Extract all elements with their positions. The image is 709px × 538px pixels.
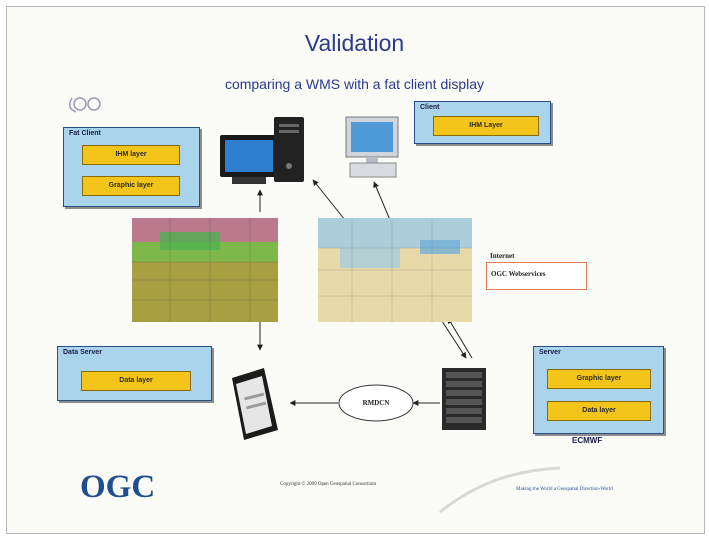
ecmwf-label: ECMWF bbox=[572, 436, 603, 445]
ogc-logo: OGC bbox=[80, 469, 156, 505]
server-rack-icon bbox=[442, 368, 486, 430]
server-graphic-layer: Graphic layer bbox=[547, 369, 651, 389]
data-server-title: Data Server bbox=[63, 349, 102, 356]
ogc-webservices-label: OGC Webservices bbox=[491, 270, 546, 278]
fat-client-title: Fat Client bbox=[69, 130, 101, 137]
server-data-layer: Data layer bbox=[547, 401, 651, 421]
internet-label: Internet bbox=[490, 252, 515, 260]
rmdcn-label: RMDCN bbox=[362, 399, 390, 407]
rmdcn-node bbox=[338, 384, 414, 422]
client-box: Client IHM Layer bbox=[414, 101, 551, 144]
storage-server-icon bbox=[232, 368, 278, 440]
copyright-text: Copyright © 2009 Open Geospatial Consort… bbox=[280, 482, 377, 487]
slide-subtitle: comparing a WMS with a fat client displa… bbox=[224, 76, 485, 92]
fat-client-box: Fat Client IHM layer Graphic layer bbox=[63, 127, 200, 207]
footer-swoosh bbox=[439, 466, 561, 514]
server-title: Server bbox=[539, 349, 561, 356]
fat-client-ihm-layer: IHM layer bbox=[82, 145, 180, 165]
fat-client-graphic-layer: Graphic layer bbox=[82, 176, 180, 196]
arrow-map-client bbox=[373, 181, 391, 221]
data-server-box: Data Server Data layer bbox=[57, 346, 212, 401]
data-server-data-layer: Data layer bbox=[81, 371, 191, 391]
client-title: Client bbox=[420, 104, 440, 111]
monitor-icon bbox=[345, 116, 399, 178]
desktop-computer-icon bbox=[220, 117, 304, 184]
slide-title: Validation bbox=[304, 30, 405, 56]
tagline-text: Making the World a Geospatial Direction-… bbox=[516, 487, 613, 492]
ogc-swirl-icon bbox=[69, 97, 101, 113]
client-ihm-layer: IHM Layer bbox=[433, 116, 539, 136]
arrow-map-server-1 bbox=[439, 317, 467, 359]
arrow-map-server-2 bbox=[447, 317, 473, 359]
ogc-webservices-box: OGC Webservices bbox=[486, 262, 587, 290]
right-weather-map bbox=[318, 218, 472, 322]
server-box: Server Graphic layer Data layer bbox=[533, 346, 664, 434]
arrow-map-pc bbox=[312, 179, 346, 221]
left-weather-map bbox=[132, 218, 278, 322]
